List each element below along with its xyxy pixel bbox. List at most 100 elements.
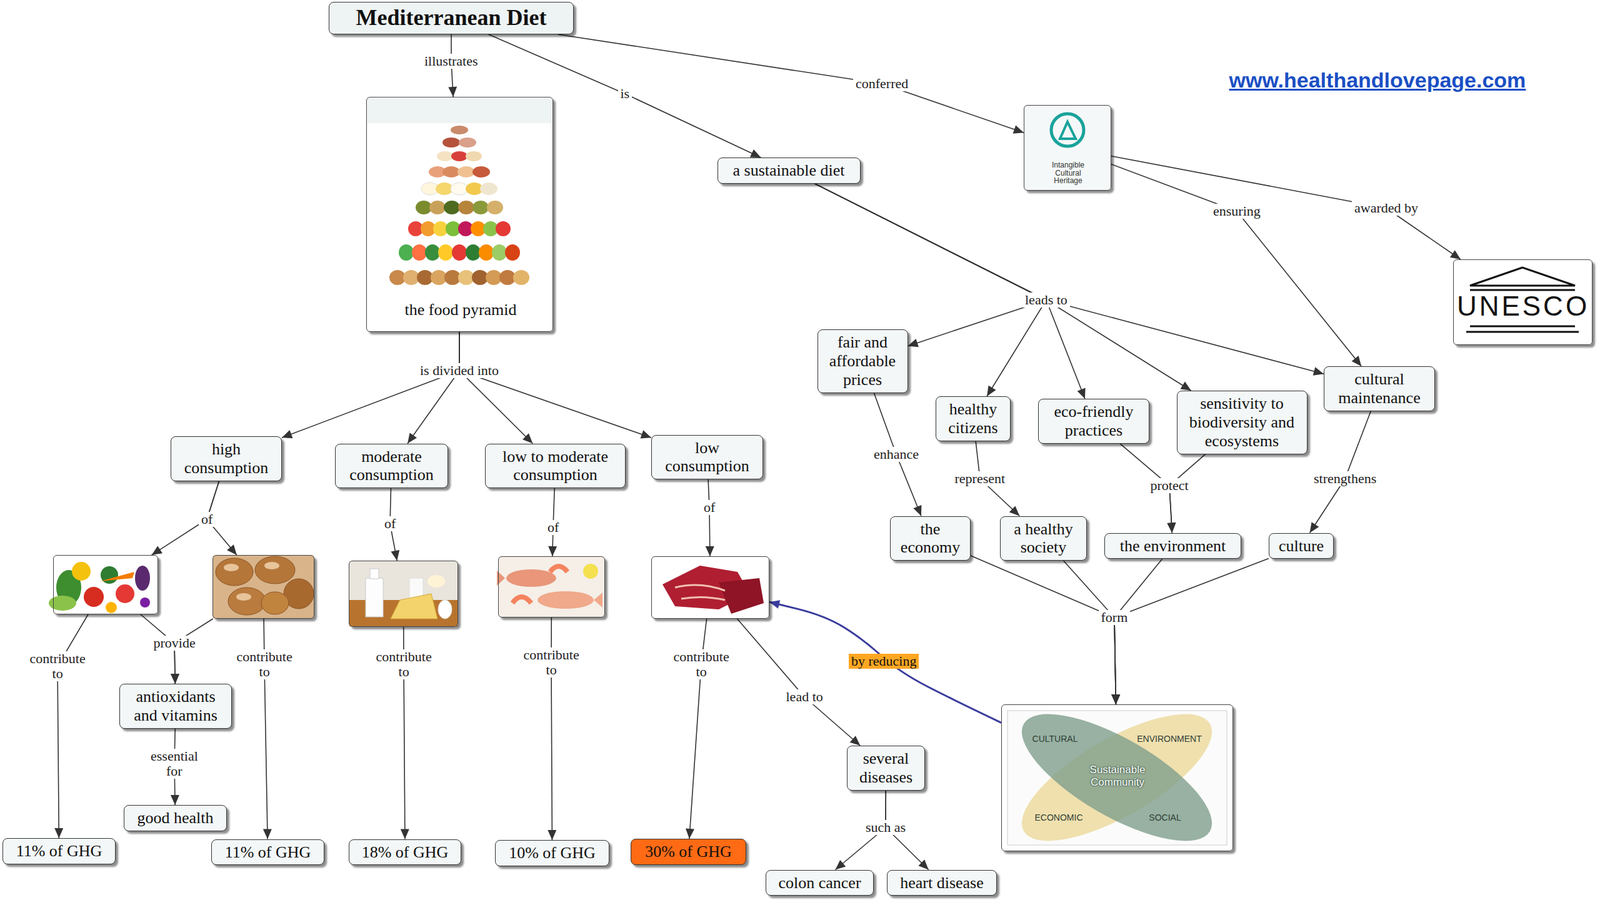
ghg-box: 10% of GHG [495, 840, 610, 867]
node-text: good health [130, 808, 220, 828]
connector-line [558, 34, 1024, 133]
arrow-head [548, 546, 557, 557]
arrow-head [986, 385, 996, 397]
arrow-head [226, 544, 237, 555]
arrow-head [685, 828, 695, 839]
food-pyramid-illustration [398, 244, 414, 261]
vegetables-photo [140, 597, 150, 608]
connector [459, 331, 533, 444]
node-text: a sustainable diet [724, 161, 854, 180]
connector [815, 183, 1086, 399]
fish-photo [506, 569, 557, 587]
food-pyramid-illustration [472, 200, 489, 215]
consumption-box: low to moderate consumption [485, 443, 626, 489]
node-text: 11% of GHG [9, 841, 109, 861]
edge-label: of [198, 511, 215, 527]
connector-line [815, 183, 1047, 347]
website-url: www.healthandlovepage.com [1229, 68, 1527, 93]
fish-image [498, 556, 605, 618]
node-text: 30% of GHG [637, 842, 740, 862]
fish-photo [593, 592, 603, 608]
concept-box: culture [1268, 533, 1334, 560]
connector-line [769, 601, 1002, 723]
arrow-head [263, 828, 272, 839]
food-pyramid-illustration [472, 166, 490, 178]
bread-image [212, 555, 315, 619]
heritage-logo [1051, 113, 1084, 147]
food-pyramid-illustration [495, 221, 511, 237]
node-text: high consumption [177, 440, 275, 478]
vegetables-photo [100, 566, 119, 584]
arrow-head [170, 795, 180, 805]
node-text: moderate consumption [341, 447, 442, 485]
food-pyramid-illustration [450, 182, 469, 195]
arrow-head [705, 546, 715, 557]
node-text: the food pyramid [404, 300, 517, 320]
concept-box: healthy citizens [935, 396, 1011, 442]
connector [488, 34, 762, 158]
meat-photo [651, 556, 769, 619]
venn-illustration [1004, 690, 1230, 865]
venn-illustration [1001, 690, 1233, 865]
food-pyramid-illustration [443, 200, 460, 215]
edge-label: contribute to [234, 649, 295, 680]
food-pyramid-illustration [458, 200, 475, 215]
food-pyramid-box: the food pyramid [366, 96, 554, 332]
node-text: ENVIRONMENT [1136, 733, 1202, 744]
arrow-head [1166, 522, 1176, 533]
connector [558, 34, 1024, 134]
arrow-head [918, 859, 929, 870]
arrow-head [54, 828, 64, 839]
food-pyramid-illustration [465, 151, 482, 162]
edge-label: lead to [783, 689, 826, 705]
connector-line [151, 481, 220, 555]
concept-box: the environment [1104, 533, 1242, 560]
heritage-logo [1024, 105, 1111, 190]
bread-photo [236, 593, 252, 601]
dairy-photo [365, 578, 384, 617]
unesco-logo [1453, 260, 1592, 345]
connector-line [815, 183, 1085, 399]
food-pyramid-illustration [425, 244, 440, 261]
arrow-head [1111, 694, 1120, 705]
connector-line [737, 618, 861, 746]
arrow-head [407, 432, 417, 444]
fish-photo [512, 596, 532, 604]
vegetables-photo [135, 565, 150, 591]
node-text: eco-friendly practices [1045, 402, 1143, 440]
edge-label: form [1098, 610, 1131, 625]
node-text: heart disease [893, 873, 990, 893]
connector [281, 331, 460, 439]
connector-line [1111, 164, 1362, 367]
concept-box: good health [123, 805, 227, 832]
concept-box: cultural maintenance [1323, 366, 1435, 412]
fish-photo [537, 591, 594, 609]
node-text: fair and affordable prices [824, 333, 902, 390]
dairy-photo [438, 600, 452, 619]
connector-line [815, 183, 1047, 397]
food-pyramid-illustration [486, 200, 504, 215]
edge-label: contribute to [373, 649, 435, 680]
ghg-box: 11% of GHG [211, 839, 325, 866]
bread-photo [213, 555, 314, 619]
connector [1111, 558, 1162, 705]
arrow-head [547, 830, 557, 840]
node-text: sensitivity to biodiversity and ecosyste… [1183, 394, 1301, 451]
food-pyramid-illustration [411, 244, 427, 261]
concept-box: a healthy society [1000, 516, 1087, 562]
fish-photo [498, 556, 605, 617]
bread-photo [255, 556, 295, 584]
node-text: 11% of GHG [218, 843, 318, 862]
arrow-head [1111, 694, 1120, 705]
title-box: Mediterranean Diet [328, 1, 574, 35]
node-text: several diseases [853, 749, 919, 787]
food-pyramid-illustration [457, 166, 475, 178]
edge-label: represent [952, 471, 1009, 487]
concept-box: eco-friendly practices [1038, 398, 1150, 444]
meat-image [651, 556, 770, 619]
connector [1166, 454, 1205, 534]
node-text: healthy citizens [942, 400, 1004, 438]
concept-box: the economy [890, 516, 971, 562]
edge-label: illustrates [421, 53, 481, 69]
node-text: Sustainable Community [1090, 763, 1146, 789]
